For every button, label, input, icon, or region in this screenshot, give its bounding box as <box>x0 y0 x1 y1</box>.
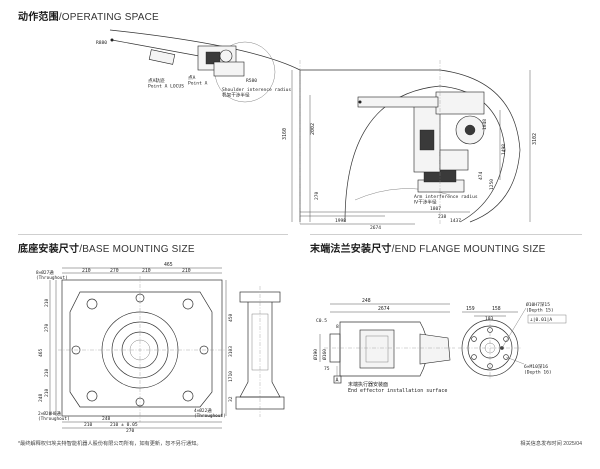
base-hole-top-callout: 8×Ø27通(Throughout) <box>36 269 68 281</box>
flange-tolerance: ⊥|0.01|A <box>530 317 552 323</box>
dim-238: 238 <box>438 214 447 220</box>
end-flange-title: 末端法兰安装尺寸/END FLANGE MOUNTING SIZE <box>310 244 546 255</box>
base-mounting-drawing: 210 270 210 210 465 8×Ø27通(Throughout) 2… <box>36 262 285 434</box>
arm-interference-arc <box>354 188 451 201</box>
robot-main <box>357 91 485 193</box>
base-left-210: 210 <box>44 298 50 307</box>
dim-3160: 3160 <box>282 128 288 140</box>
base-mounting-title: 底座安装尺寸/BASE MOUNTING SIZE <box>18 244 195 255</box>
flange-front-view <box>458 316 522 380</box>
dim-2002: 2002 <box>310 123 316 135</box>
r580-label: R580 <box>246 78 257 84</box>
flange-d160: Ø160 <box>321 349 328 360</box>
flange-dim-248: 248 <box>362 298 371 304</box>
flange-hole1: Ø10H7深15(Depth 15) <box>526 301 554 313</box>
datum-a: A <box>336 378 339 384</box>
robot-extended <box>111 39 245 77</box>
flange-dim-159: 159 <box>466 306 475 312</box>
flange-side-view <box>324 321 455 377</box>
dim-1498: 1498 <box>501 144 507 155</box>
base-bot-270: 270 <box>126 428 135 434</box>
r880-label: R880 <box>96 40 107 46</box>
dim-1807: 1807 <box>430 206 441 212</box>
base-right-450: 450 <box>228 313 234 322</box>
flange-h75: 75 <box>324 366 330 372</box>
base-bot-248: 248 <box>102 416 111 422</box>
base-plate <box>69 291 213 408</box>
base-mounting-title-zh: 底座安装尺寸 <box>18 244 80 255</box>
base-right-1710: 1710 <box>228 371 234 382</box>
base-bot-210: 210 <box>84 422 93 428</box>
base-bot-210-tol: 210 ± 0.05 <box>110 422 138 428</box>
base-top-465: 465 <box>164 262 173 268</box>
base-left-465: 465 <box>38 348 44 357</box>
base-right-32: 32 <box>228 396 234 402</box>
dim-3102: 3102 <box>532 133 538 145</box>
base-top-210c: 210 <box>182 268 191 274</box>
flange-dim-158: 158 <box>492 306 501 312</box>
base-hole-br-callout: 4×Ø22通(Throughout) <box>194 407 226 419</box>
dim-1048: 1048 <box>482 119 488 130</box>
base-left-270: 270 <box>44 323 50 332</box>
base-left-248: 248 <box>38 393 44 402</box>
base-top-210: 210 <box>82 268 91 274</box>
flange-h8: 8 <box>336 324 339 330</box>
base-side-view <box>235 286 285 417</box>
base-left-210c: 210 <box>44 388 50 397</box>
operating-space-title-en: OPERATING SPACE <box>61 12 159 23</box>
divider-flange <box>310 234 582 235</box>
dim-1998: 1998 <box>335 218 346 224</box>
base-top-270: 270 <box>110 268 119 274</box>
base-left-210b: 210 <box>44 368 50 377</box>
flange-d190: Ø190 <box>312 349 319 360</box>
end-flange-title-en: END FLANGE MOUNTING SIZE <box>394 244 546 255</box>
base-frame <box>61 279 223 417</box>
dim-2674: 2674 <box>370 225 381 230</box>
envelope-outline <box>299 69 521 223</box>
dim-1250: 1250 <box>489 179 495 190</box>
dim-1437: 1437 <box>450 218 461 224</box>
flange-dim-103: 103 <box>485 316 494 322</box>
base-mounting-title-en: BASE MOUNTING SIZE <box>82 244 195 255</box>
end-flange-title-zh: 末端法兰安装尺寸 <box>310 244 392 255</box>
dim-270: 270 <box>314 191 320 200</box>
flange-hole2: 6×M10深16(Depth 16) <box>524 363 552 375</box>
base-top-210b: 210 <box>142 268 151 274</box>
footer-date: 相关信息发布时间 2025/04 <box>520 441 582 447</box>
flange-c05: C0.5 <box>316 318 327 324</box>
dim-474: 474 <box>478 171 484 180</box>
operating-space-title: 动作范围/OPERATING SPACE <box>18 12 159 23</box>
footer-disclaimer: *最终解释权归埃夫特智能机器人股份有限公司所有，如有更新，恕不另行通知。 <box>18 441 202 447</box>
base-right-3103: 3103 <box>228 346 234 357</box>
flange-dim-2674: 2674 <box>378 306 390 312</box>
divider-base <box>18 234 288 235</box>
operating-space-title-zh: 动作范围 <box>18 12 59 23</box>
